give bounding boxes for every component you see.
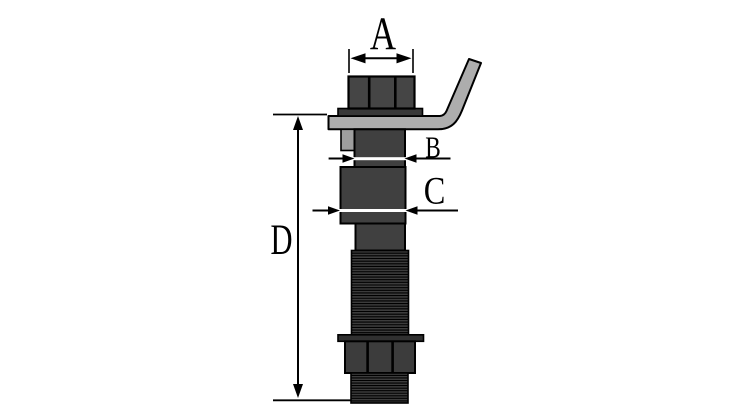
svg-text:C: C: [424, 169, 446, 213]
svg-text:A: A: [370, 9, 396, 60]
svg-text:B: B: [425, 130, 441, 164]
svg-text:D: D: [270, 216, 292, 265]
